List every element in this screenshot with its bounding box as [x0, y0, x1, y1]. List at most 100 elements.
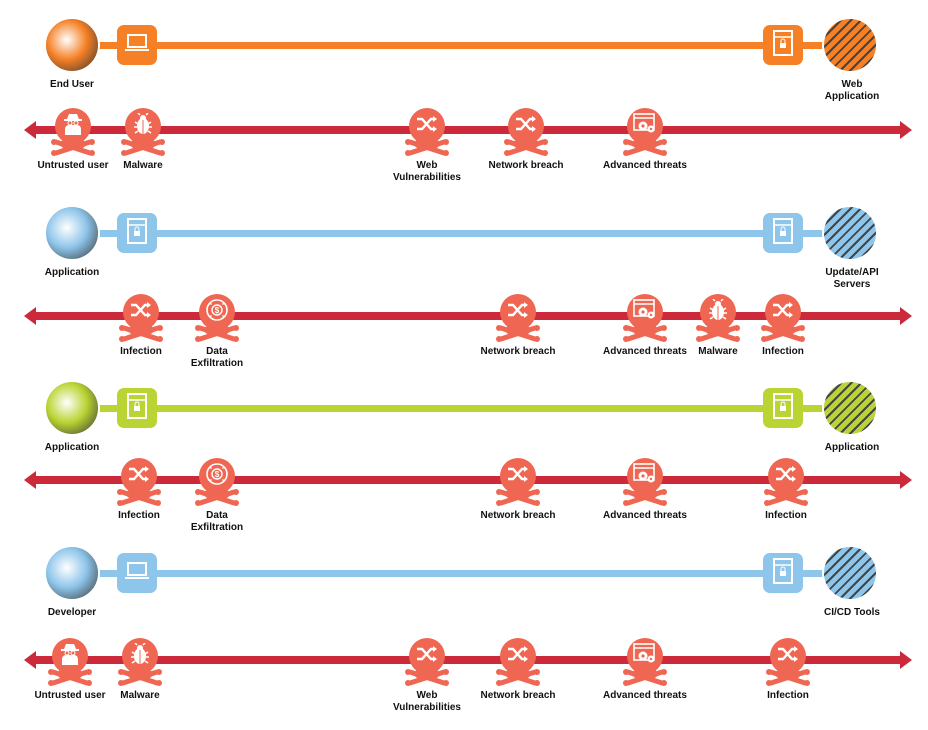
- threat-marker: [622, 108, 668, 158]
- threat-marker: [116, 458, 162, 508]
- shuffle-icon: [507, 301, 529, 324]
- shuffle-icon: [507, 465, 529, 488]
- endpoint-left-label: End User: [50, 79, 94, 90]
- threat-label: Untrusted user: [37, 160, 109, 171]
- skull-head: [765, 294, 801, 330]
- threat-marker: [404, 108, 450, 158]
- threat-label: Network breach: [488, 160, 564, 171]
- skull-head: [768, 458, 804, 494]
- threat-label: Infection: [120, 346, 162, 357]
- svg-text:$: $: [215, 306, 220, 315]
- threat-marker: [50, 108, 96, 158]
- threat-marker: [765, 638, 811, 688]
- exfiltration-icon: $: [205, 298, 229, 327]
- connection-line: [90, 570, 850, 577]
- skull-head: $: [199, 294, 235, 330]
- threat-label: Web Vulnerabilities: [393, 690, 461, 713]
- threat-marker: $: [194, 294, 240, 344]
- threat-label: Advanced threats: [603, 510, 687, 521]
- device-right: [763, 213, 803, 253]
- threat-marker: [695, 294, 741, 344]
- arrow-right-icon: [900, 651, 912, 669]
- bug-icon: [133, 111, 153, 140]
- device-right: [763, 388, 803, 428]
- skull-head: [55, 108, 91, 144]
- shuffle-icon: [416, 645, 438, 668]
- threat-marker: [495, 458, 541, 508]
- threat-marker: [622, 294, 668, 344]
- endpoint-left-avatar: [44, 380, 100, 436]
- shuffle-icon: [130, 301, 152, 324]
- threat-label: Network breach: [480, 510, 556, 521]
- arrow-right-icon: [900, 307, 912, 325]
- threat-marker: [760, 294, 806, 344]
- threat-marker: $: [194, 458, 240, 508]
- device-left: [117, 553, 157, 593]
- endpoint-right-label: Web Application: [824, 79, 880, 102]
- shuffle-icon: [772, 301, 794, 324]
- endpoint-right-label: CI/CD Tools: [824, 607, 880, 618]
- skull-head: [409, 108, 445, 144]
- device-left: [117, 25, 157, 65]
- endpoint-left-avatar: [44, 545, 100, 601]
- skull-head: [700, 294, 736, 330]
- laptop-icon: [124, 561, 150, 586]
- threat-label: Web Vulnerabilities: [393, 160, 461, 183]
- skull-head: [627, 294, 663, 330]
- connection-line: [90, 405, 850, 412]
- laptop-icon: [124, 33, 150, 58]
- server-icon: [773, 557, 793, 589]
- threat-label: Infection: [767, 690, 809, 701]
- threat-marker: [763, 458, 809, 508]
- shuffle-icon: [507, 645, 529, 668]
- skull-head: [627, 108, 663, 144]
- exfiltration-icon: $: [205, 462, 229, 491]
- connection-line: [90, 42, 850, 49]
- skull-head: [500, 638, 536, 674]
- threat-label: Malware: [120, 690, 160, 701]
- gear-window-icon: [633, 298, 657, 326]
- threat-marker: [622, 458, 668, 508]
- skull-head: [122, 638, 158, 674]
- threat-label: Infection: [762, 346, 804, 357]
- arrow-left-icon: [24, 651, 36, 669]
- skull-head: [627, 458, 663, 494]
- threat-marker: [622, 638, 668, 688]
- threat-marker: [120, 108, 166, 158]
- endpoint-left-label: Application: [44, 442, 100, 453]
- skull-head: [52, 638, 88, 674]
- skull-head: [500, 294, 536, 330]
- skull-head: [627, 638, 663, 674]
- svg-text:$: $: [215, 470, 220, 479]
- threat-label: Advanced threats: [603, 160, 687, 171]
- device-left: [117, 213, 157, 253]
- shuffle-icon: [775, 465, 797, 488]
- threat-marker: [117, 638, 163, 688]
- skull-head: [500, 458, 536, 494]
- server-icon: [127, 217, 147, 249]
- threat-label: Advanced threats: [603, 690, 687, 701]
- threat-label: Network breach: [480, 346, 556, 357]
- threat-marker: [118, 294, 164, 344]
- threat-line: [34, 656, 902, 664]
- endpoint-left-label: Developer: [47, 607, 97, 618]
- endpoint-right-avatar: [822, 545, 878, 601]
- threat-label: Infection: [765, 510, 807, 521]
- arrow-left-icon: [24, 121, 36, 139]
- endpoint-right-label: Application: [824, 442, 880, 453]
- threat-line: [34, 312, 902, 320]
- device-right: [763, 25, 803, 65]
- arrow-left-icon: [24, 471, 36, 489]
- threat-label: Data Exfiltration: [190, 346, 244, 369]
- skull-head: [409, 638, 445, 674]
- bug-icon: [130, 641, 150, 670]
- endpoint-left-avatar: [44, 205, 100, 261]
- skull-head: [123, 294, 159, 330]
- skull-head: [125, 108, 161, 144]
- threat-label: Infection: [118, 510, 160, 521]
- threat-label: Network breach: [480, 690, 556, 701]
- spy-icon: [59, 643, 81, 670]
- shuffle-icon: [777, 645, 799, 668]
- shuffle-icon: [416, 115, 438, 138]
